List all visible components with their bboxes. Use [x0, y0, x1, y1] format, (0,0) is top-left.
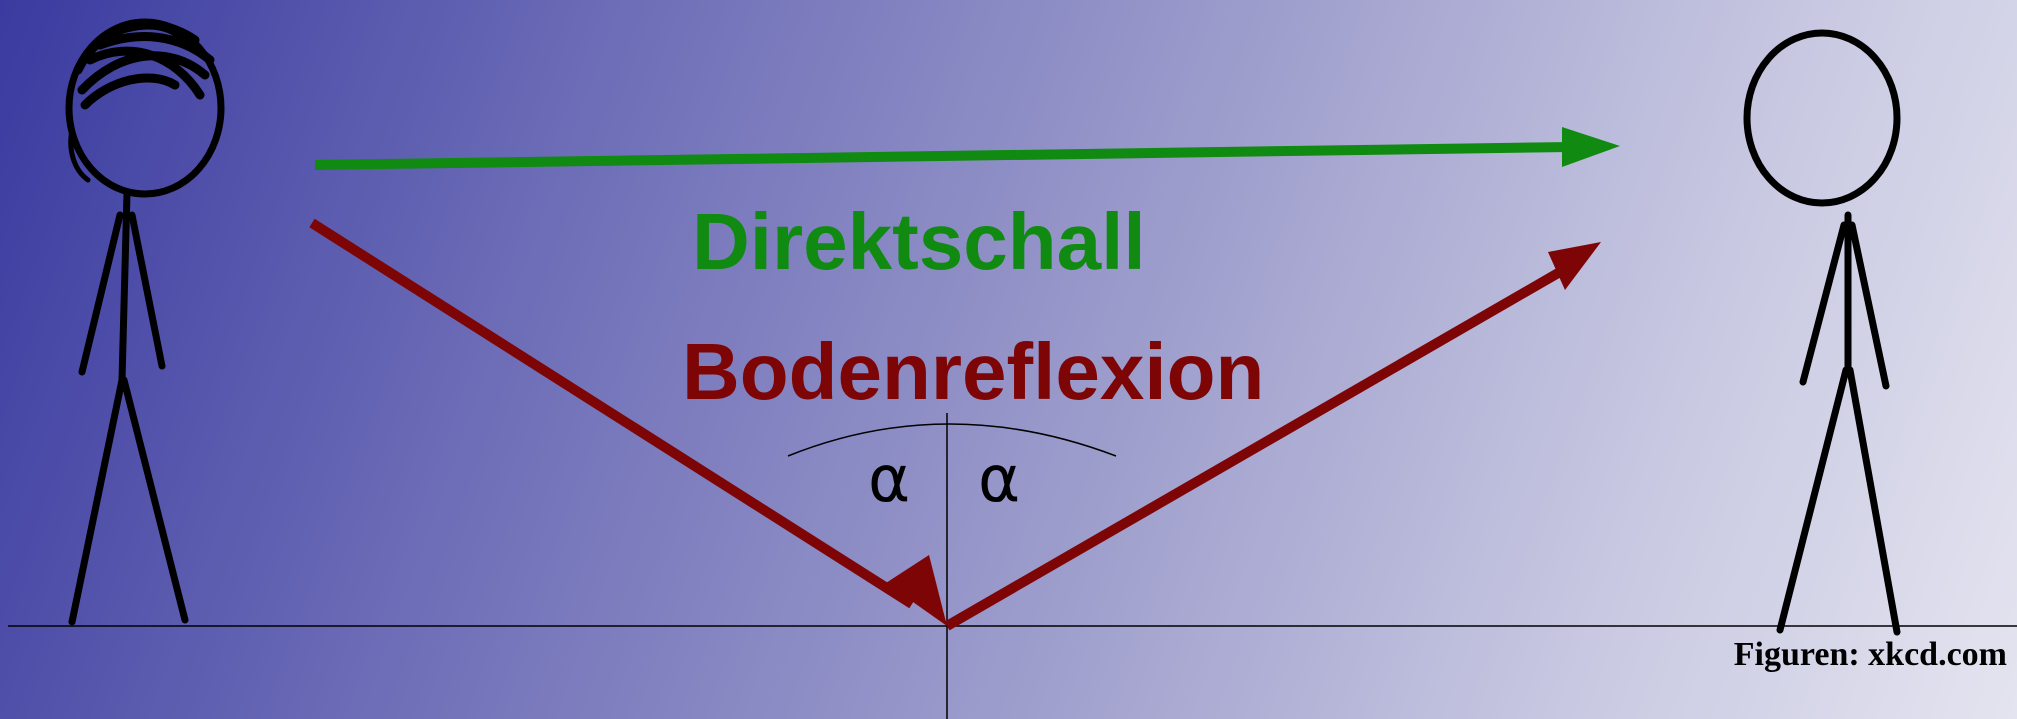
ground-reflection-label: Bodenreflexion: [682, 327, 1265, 416]
angle-arc: [787, 423, 1117, 457]
angle-of-incidence-label: α: [868, 443, 911, 517]
angle-of-reflection-label: α: [978, 443, 1021, 517]
reflected-arrow: [944, 242, 1601, 631]
left-hair-scribble: [73, 20, 215, 110]
right-legs: [1776, 366, 1901, 636]
left-legs: [68, 376, 189, 626]
left-torso: [118, 189, 131, 384]
left-stick-figure: [65, 18, 225, 626]
right-stick-figure: [1743, 29, 1901, 636]
left-arms: [78, 211, 166, 376]
direct-sound-label: Direktschall: [692, 197, 1146, 286]
incident-reflection-arrow: [309, 218, 947, 626]
left-hair-side: [68, 127, 91, 183]
right-arms: [1799, 221, 1890, 390]
direct-sound-arrow: [314, 127, 1620, 170]
right-head: [1743, 29, 1901, 207]
figure-credit: Figuren: xkcd.com: [1733, 636, 2007, 673]
